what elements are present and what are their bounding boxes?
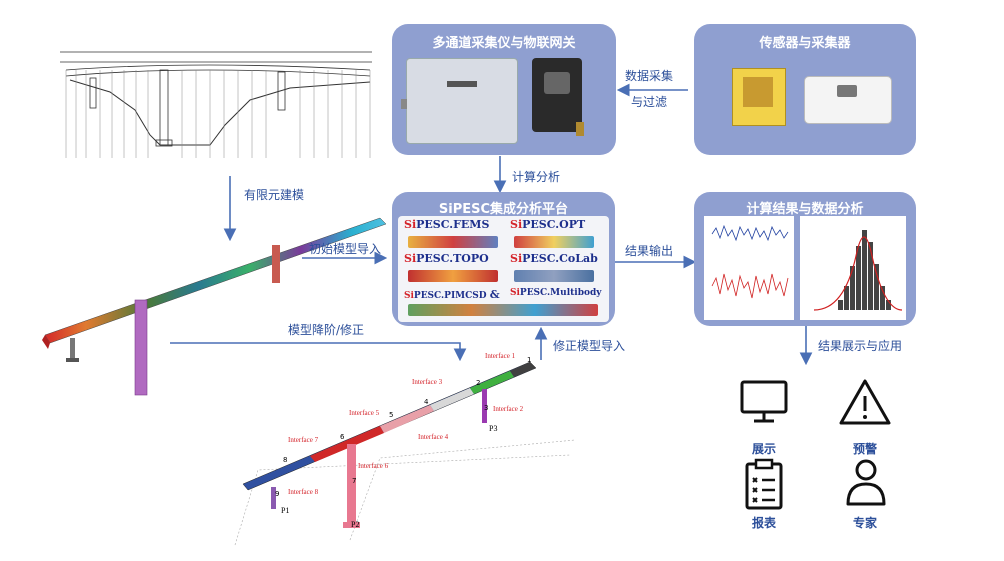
pier-label: P3: [489, 424, 498, 433]
product-multibody: SiPESC.Multibody: [510, 288, 602, 298]
fem-bridge-model: [42, 217, 387, 396]
results-panel-title: 计算结果与数据分析: [746, 202, 864, 217]
product-colab: SiPESC.CoLab: [510, 252, 598, 265]
normal-fit-curve: [813, 236, 903, 311]
interface-label: Interface 3: [412, 378, 443, 386]
pier-label: P1: [281, 506, 290, 515]
opt-thumbnails: [514, 236, 594, 248]
app-label-display: 展示: [751, 442, 776, 456]
iot-gateway-device: [532, 58, 584, 136]
expert-icon: [846, 459, 886, 506]
app-label-report: 报表: [751, 516, 776, 530]
report-icon: [745, 458, 783, 510]
platform-panel-title: SiPESC集成分析平台: [438, 202, 569, 217]
histogram-bars: [838, 230, 891, 310]
interface-label: Interface 6: [358, 462, 389, 470]
products-box: SiPESC.FEMS SiPESC.OPT SiPESC.TOPO SiPES…: [398, 216, 609, 322]
node-number: 3: [484, 404, 489, 412]
bridge-elevation-drawing: [60, 51, 372, 158]
label-data-collect: 数据采集: [625, 69, 674, 83]
time-series-line-1: [711, 224, 789, 242]
multichannel-acquisition-device: [401, 58, 518, 144]
label-corrected-import: 修正模型导入: [553, 339, 626, 353]
strain-sensor: [732, 68, 786, 126]
label-fem-modeling: 有限元建模: [244, 188, 305, 202]
app-label-warning: 预警: [852, 442, 877, 456]
sensors-panel-title: 传感器与采集器: [759, 36, 851, 51]
product-fems: SiPESC.FEMS: [404, 218, 490, 231]
sensors-panel: 传感器与采集器: [694, 24, 916, 155]
product-topo: SiPESC.TOPO: [404, 252, 489, 265]
label-filter: 与过滤: [631, 95, 668, 109]
node-number: 4: [424, 398, 429, 406]
node-number: 8: [283, 456, 288, 464]
topo-thumbnails: [408, 270, 498, 282]
interface-label: Interface 1: [485, 352, 516, 360]
interface-label: Interface 8: [288, 488, 319, 496]
node-number: 9: [275, 490, 280, 498]
multibody-thumbnails: [408, 304, 598, 316]
reduced-bridge-model: [234, 361, 576, 546]
node-number: 2: [476, 379, 481, 387]
label-result-output: 结果输出: [625, 244, 674, 258]
gateway-panel-title: 多通道采集仪与物联网关: [432, 36, 576, 51]
label-reduce-correct: 模型降阶/修正: [288, 323, 365, 337]
product-pimcsd: SiPESC.PIMCSD &: [404, 288, 500, 301]
platform-panel: SiPESC集成分析平台 SiPESC.FEMS SiPESC.OPT SiPE…: [392, 192, 615, 326]
results-charts: [704, 216, 906, 320]
interface-label: Interface 5: [349, 409, 380, 417]
interface-label: Interface 7: [288, 436, 319, 444]
time-series-line-2: [711, 273, 789, 299]
node-number: 6: [340, 433, 345, 441]
node-number: 7: [352, 477, 357, 485]
flow-arrows: [170, 83, 813, 366]
monitor-icon: [740, 380, 788, 423]
label-initial-import: 初始模型导入: [309, 242, 382, 256]
label-compute: 计算分析: [512, 170, 561, 184]
pier-label: P2: [351, 520, 360, 529]
results-panel: 计算结果与数据分析: [694, 192, 916, 326]
interface-label: Interface 4: [418, 433, 449, 441]
node-number: 1: [527, 356, 532, 364]
label-display-apply: 结果展示与应用: [818, 339, 903, 353]
node-number: 5: [389, 411, 394, 419]
colab-thumbnails: [514, 270, 594, 282]
warning-icon: [839, 379, 891, 425]
data-collector-device: [804, 76, 892, 124]
fems-thumbnails: [408, 236, 498, 248]
app-label-expert: 专家: [852, 516, 877, 530]
gateway-panel: 多通道采集仪与物联网关: [392, 24, 616, 155]
interface-label: Interface 2: [493, 405, 524, 413]
product-opt: SiPESC.OPT: [510, 218, 586, 231]
